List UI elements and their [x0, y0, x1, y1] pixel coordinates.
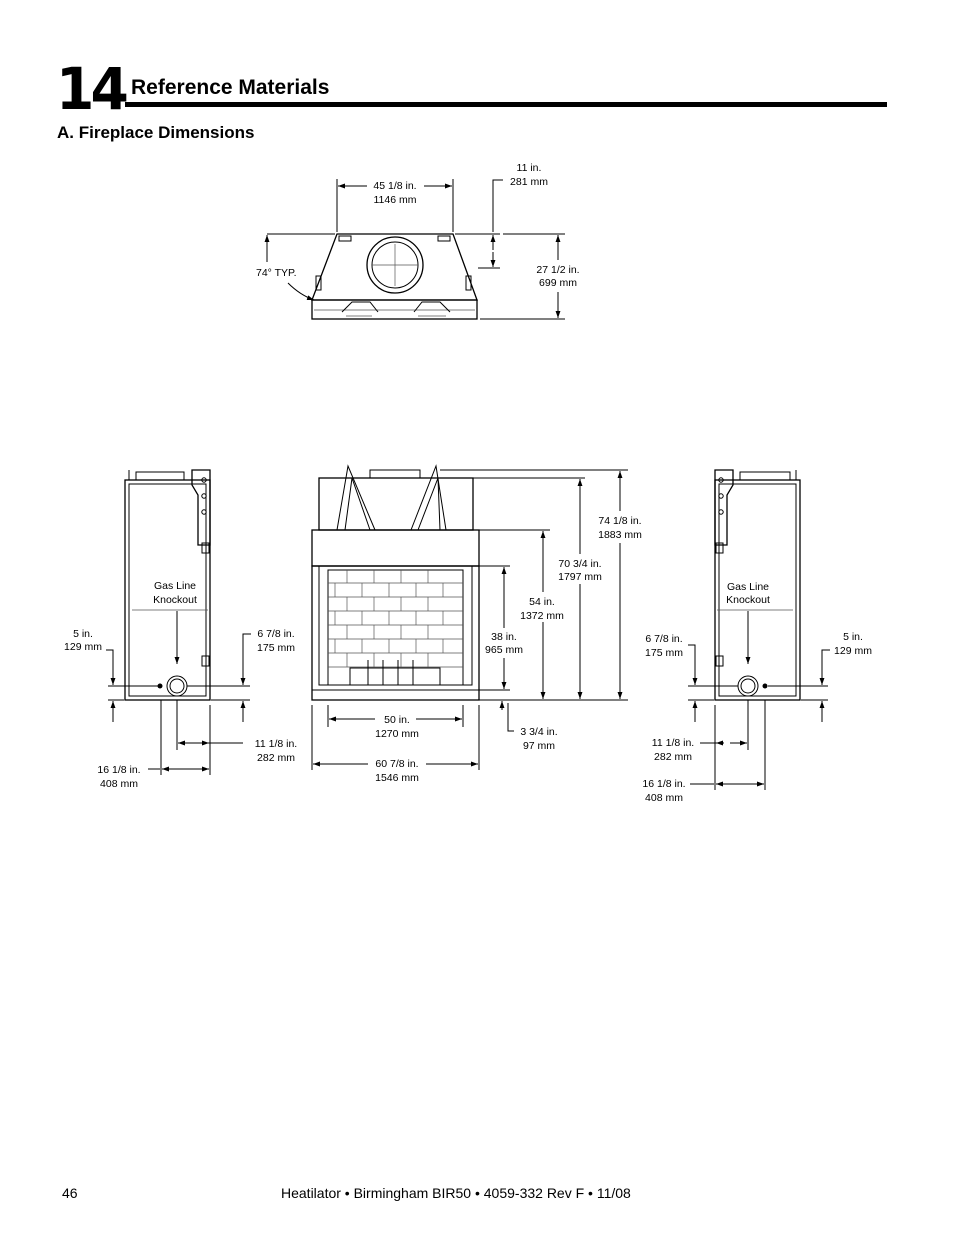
front-view: 50 in. 1270 mm 60 7/8 in. 1546 mm 3 3/4 …: [311, 464, 642, 784]
top-depth-in: 27 1/2 in.: [536, 264, 579, 276]
top-width-in: 45 1/8 in.: [373, 180, 416, 192]
left-16-1-8in: 16 1/8 in.: [97, 764, 140, 776]
front-1546mm: 1546 mm: [375, 772, 419, 784]
front-1270mm: 1270 mm: [375, 728, 419, 740]
left-408mm: 408 mm: [100, 778, 138, 790]
front-70-3-4in: 70 3/4 in.: [558, 558, 601, 570]
document-info: Heatilator • Birmingham BIR50 • 4059-332…: [281, 1185, 631, 1201]
right-knockout-line1: Gas Line: [727, 581, 769, 593]
title-rule: [125, 102, 887, 107]
front-60-7-8in: 60 7/8 in.: [375, 758, 418, 770]
right-side-view: Gas Line Knockout 6 7/8 in. 175 mm 5 in.…: [642, 469, 872, 804]
right-129mm: 129 mm: [834, 645, 872, 657]
right-282mm: 282 mm: [654, 751, 692, 763]
right-408mm: 408 mm: [645, 792, 683, 804]
left-282mm: 282 mm: [257, 752, 295, 764]
left-knockout-line1: Gas Line: [154, 580, 196, 592]
front-3-3-4in: 3 3/4 in.: [520, 726, 557, 738]
top-view: 45 1/8 in. 1146 mm 11 in. 281 mm 27 1/2 …: [256, 162, 580, 320]
top-offset-mm: 281 mm: [510, 176, 548, 188]
front-38in: 38 in.: [491, 631, 517, 643]
top-offset-in: 11 in.: [517, 162, 542, 174]
right-11-1-8in: 11 1/8 in.: [652, 737, 694, 749]
chapter-number: 14: [56, 55, 129, 123]
front-54in: 54 in.: [529, 596, 555, 608]
left-6-7-8in: 6 7/8 in.: [257, 628, 294, 640]
left-175mm: 175 mm: [257, 642, 295, 654]
right-5in: 5 in.: [843, 631, 863, 643]
chapter-title: Reference Materials: [131, 76, 330, 99]
left-11-1-8in: 11 1/8 in.: [255, 738, 297, 750]
right-knockout-line2: Knockout: [726, 594, 770, 606]
front-97mm: 97 mm: [523, 740, 555, 752]
front-50in: 50 in.: [384, 714, 410, 726]
page-number: 46: [62, 1185, 78, 1201]
left-knockout-line2: Knockout: [153, 594, 197, 606]
front-74-1-8in: 74 1/8 in.: [598, 515, 641, 527]
front-1797mm: 1797 mm: [558, 571, 602, 583]
front-1883mm: 1883 mm: [598, 529, 642, 541]
right-175mm: 175 mm: [645, 647, 683, 659]
top-angle-label: 74° TYP.: [256, 267, 297, 279]
left-5in: 5 in.: [73, 628, 93, 640]
top-width-mm: 1146 mm: [374, 194, 417, 206]
front-1372mm: 1372 mm: [520, 610, 564, 622]
left-side-view: Gas Line Knockout 5 in. 129 mm 6 7/8 in.…: [64, 469, 297, 790]
section-title: A. Fireplace Dimensions: [57, 123, 255, 142]
top-depth-mm: 699 mm: [539, 277, 577, 289]
right-6-7-8in: 6 7/8 in.: [645, 633, 682, 645]
right-16-1-8in: 16 1/8 in.: [642, 778, 685, 790]
front-965mm: 965 mm: [485, 644, 523, 656]
left-129mm: 129 mm: [64, 641, 102, 653]
